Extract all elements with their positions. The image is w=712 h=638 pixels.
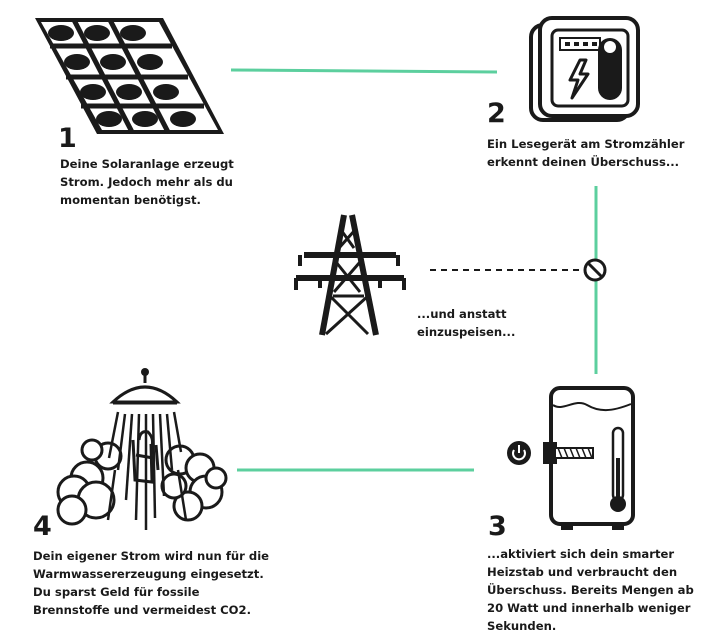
step-4-number: 4 [33,511,52,542]
blocked-icon [583,258,607,282]
solar-panel-icon [35,18,224,134]
connector-1-2 [230,68,498,74]
shower-icon [56,368,228,530]
grid-note-text: ...und anstatt einzuspeisen... [417,307,516,339]
step-2-text: Ein Lesegerät am Stromzähler erkennt dei… [487,137,685,169]
water-heater-icon [543,386,635,530]
step-1-text: Deine Solaranlage erzeugt Strom. Jedoch … [60,157,234,207]
step-4-text: Dein eigener Strom wird nun für die Warm… [33,549,270,617]
step-1-number: 1 [58,123,77,154]
power-tower-icon [294,214,406,336]
step-3-number: 3 [488,511,507,542]
power-button-icon [507,441,531,465]
step-3-text: ...aktiviert sich dein smarter Heizstab … [487,547,694,633]
step-2-number: 2 [487,98,506,129]
electric-meter-icon [529,16,640,122]
